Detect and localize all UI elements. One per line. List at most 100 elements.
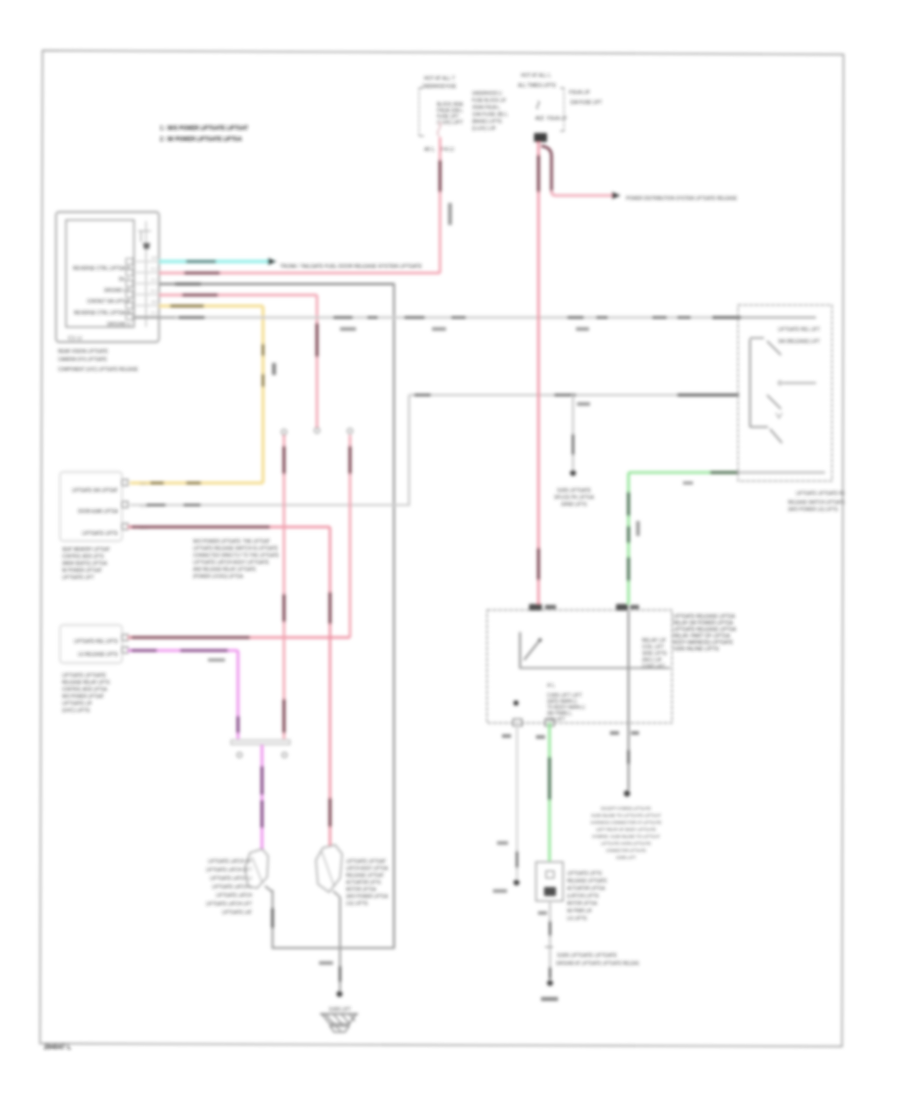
svg-text:DOOR AJAR LIFTGA: DOOR AJAR LIFTGA bbox=[78, 509, 119, 515]
svg-text:C1 LI: C1 LI bbox=[68, 336, 82, 342]
svg-text:LIFTGATE LIFTGATE: LIFTGATE LIFTGATE bbox=[62, 673, 107, 679]
svg-text:REAR VISION LIFTGATE: REAR VISION LIFTGATE bbox=[58, 349, 109, 355]
svg-text:RELEASE RELAY LIFTG: RELEASE RELAY LIFTG bbox=[62, 680, 110, 686]
svg-text:RELEASE SWITCH LIFTGATE: RELEASE SWITCH LIFTGATE bbox=[788, 500, 846, 506]
svg-text:5V L: 5V L bbox=[119, 277, 131, 283]
svg-text:COIL LIFT: COIL LIFT bbox=[642, 645, 664, 651]
svg-text:FUSE BLOCK LIF: FUSE BLOCK LIF bbox=[472, 98, 506, 104]
svg-text:LG) LIFTG: LG) LIFTG bbox=[346, 901, 368, 907]
svg-text:G305 LIFTGATE LIFTGATE: G305 LIFTGATE LIFTGATE bbox=[557, 953, 618, 959]
svg-text:10A FUSE (B) L: 10A FUSE (B) L bbox=[472, 112, 508, 118]
svg-text:F4 LI: F4 LI bbox=[441, 147, 454, 153]
svg-text:LIFTGATE RELEASE SWITCH IS LIF: LIFTGATE RELEASE SWITCH IS LIFTGATE bbox=[193, 546, 279, 552]
svg-text:UNDERHOOD FUSE: UNDERHOOD FUSE bbox=[422, 84, 456, 90]
svg-text:HOT AT ALL T: HOT AT ALL T bbox=[424, 76, 455, 82]
svg-text:LIFTGATE LATCH L: LIFTGATE LATCH L bbox=[212, 885, 252, 891]
svg-text:1 : W/O POWER LIFTGATE LIFTGAT: 1 : W/O POWER LIFTGATE LIFTGAT bbox=[160, 126, 248, 132]
svg-text:4 L: 4 L bbox=[547, 683, 555, 689]
svg-text:COMPONENT (UVC) LIFTGATE RELEA: COMPONENT (UVC) LIFTGATE RELEASE bbox=[58, 367, 139, 373]
svg-text:LIFTGATE SW LIFTGAT: LIFTGATE SW LIFTGAT bbox=[72, 488, 118, 494]
svg-text:40 L: 40 L bbox=[424, 147, 435, 153]
svg-text:LIFTGATE LIF: LIFTGATE LIF bbox=[62, 701, 92, 707]
svg-text:FUSE LIFT: FUSE LIFT bbox=[437, 114, 459, 120]
svg-text:(NC) LIF: (NC) LIF bbox=[642, 658, 662, 664]
svg-text:RELAY, PART OF LIFTGA: RELAY, PART OF LIFTGA bbox=[673, 634, 730, 640]
svg-text:EXCEPT HYBRID LIFTGATE: EXCEPT HYBRID LIFTGATE bbox=[601, 806, 651, 811]
svg-text:LATCH ASSY LIFTGA: LATCH ASSY LIFTGA bbox=[346, 866, 389, 872]
svg-text:CAMERA SYS LIFTGATE: CAMERA SYS LIFTGATE bbox=[58, 357, 108, 363]
svg-text:3 L: 3 L bbox=[151, 278, 157, 282]
svg-text:LEFT REAR OF BODY LIFTGATE: LEFT REAR OF BODY LIFTGATE bbox=[596, 827, 656, 832]
svg-text:10A FUSE LIFT: 10A FUSE LIFT bbox=[570, 100, 602, 106]
svg-text:HARNESS CONNECTOR AT LIFTGATE: HARNESS CONNECTOR AT LIFTGATE bbox=[591, 820, 662, 825]
svg-text:POWER DISTRIBUTION SYSTEM LIFT: POWER DISTRIBUTION SYSTEM LIFTGATE RELEA… bbox=[626, 196, 738, 202]
svg-text:CONNECTOR LIFTGATE: CONNECTOR LIFTGATE bbox=[606, 848, 646, 853]
svg-text:(W/O POWER LIFTGA: (W/O POWER LIFTGA bbox=[346, 894, 389, 900]
svg-text:GROUND AT LIFTGATE LIFTGATE RE: GROUND AT LIFTGATE LIFTGATE RELEAS bbox=[556, 961, 640, 967]
svg-text:RELEASE LIFTGATE: RELEASE LIFTGATE bbox=[567, 879, 608, 885]
svg-text:LG LIFTG: LG LIFTG bbox=[567, 916, 587, 922]
svg-text:GROUND LI: GROUND LI bbox=[107, 322, 131, 328]
svg-text:SPLICE PK LIFTGA: SPLICE PK LIFTGA bbox=[554, 495, 595, 501]
svg-text:UNDERHOOD LI: UNDERHOOD LI bbox=[472, 91, 502, 97]
svg-text:LIFTGATE REL LIFTG: LIFTGATE REL LIFTG bbox=[74, 639, 118, 645]
svg-text:HYBRID: X108 INLINE TO LIFTGAT: HYBRID: X108 INLINE TO LIFTGAT bbox=[592, 834, 660, 839]
svg-text:REVERSE CTRL LIFTGATE: REVERSE CTRL LIFTGATE bbox=[73, 266, 132, 272]
svg-text:LIFTGATE RELEASE LIFTGA: LIFTGATE RELEASE LIFTGA bbox=[673, 614, 735, 620]
svg-text:X305 INLINE LIFTG: X305 INLINE LIFTG bbox=[673, 647, 719, 653]
svg-text:(MEM SEATS) LIFTGA: (MEM SEATS) LIFTGA bbox=[62, 561, 108, 567]
svg-text:MOTOR LIFTGA: MOTOR LIFTGA bbox=[346, 887, 377, 893]
svg-text:SEAT MEMORY LIFTGAT: SEAT MEMORY LIFTGAT bbox=[62, 547, 110, 553]
svg-text:BODY HARNESS) LIFTGATE: BODY HARNESS) LIFTGATE bbox=[673, 640, 733, 646]
svg-text:CONTROL MOD LIFTGA: CONTROL MOD LIFTGA bbox=[62, 687, 108, 693]
svg-text:LIFTGATE REL LIFT: LIFTGATE REL LIFT bbox=[778, 327, 820, 333]
svg-text:LIFTGATE LIFT: LIFTGATE LIFT bbox=[62, 575, 94, 581]
svg-text:(UVC) LIFTG: (UVC) LIFTG bbox=[62, 708, 90, 714]
svg-text:C305 LIFT LIFT: C305 LIFT LIFT bbox=[547, 693, 582, 699]
svg-text:RELAY (W/ POWER LIFTGA: RELAY (W/ POWER LIFTGA bbox=[673, 621, 733, 627]
svg-text:11: 11 bbox=[151, 300, 157, 304]
svg-text:12: 12 bbox=[151, 256, 157, 260]
svg-text:W/O POWER LIFTGATE: THE LIFTGA: W/O POWER LIFTGATE: THE LIFTGAT bbox=[193, 539, 270, 545]
svg-text:CONNECTED DIRECTLY TO THE LIFT: CONNECTED DIRECTLY TO THE LIFTGATE bbox=[193, 553, 280, 559]
svg-text:LIFTGATE LIFTGATE RE: LIFTGATE LIFTGATE RE bbox=[796, 491, 846, 497]
svg-text:HOT AT ALL L: HOT AT ALL L bbox=[521, 73, 551, 79]
svg-text:C2 L: C2 L bbox=[140, 482, 148, 486]
svg-text:LIFTGATE LATCH LIF: LIFTGATE LATCH LIF bbox=[208, 859, 252, 865]
svg-text:ALL TIMES LIFTG: ALL TIMES LIFTG bbox=[518, 83, 556, 89]
svg-text:SW (RELEASE) LIFT: SW (RELEASE) LIFT bbox=[778, 339, 820, 345]
svg-text:TO BODY HARN LI: TO BODY HARN LI bbox=[547, 705, 585, 711]
svg-text:F3UA LIF: F3UA LIF bbox=[547, 116, 567, 122]
svg-text:42: 42 bbox=[535, 116, 544, 122]
svg-text:2 : W/ POWER LIFTGATE LIFTGA: 2 : W/ POWER LIFTGATE LIFTGA bbox=[160, 137, 243, 143]
svg-text:G305 LIFT: G305 LIFT bbox=[329, 1007, 351, 1013]
svg-text:REVERSE CTRL LIFTGATE: REVERSE CTRL LIFTGATE bbox=[74, 311, 132, 317]
svg-text:X50A F4UA L: X50A F4UA L bbox=[472, 105, 500, 111]
svg-text:LIFTGATE LATCH LI: LIFTGATE LATCH LI bbox=[210, 876, 252, 882]
svg-text:LIFTGATE LATCH LIFT: LIFTGATE LATCH LIFT bbox=[206, 868, 252, 874]
svg-text:GATE HARN LI: GATE HARN LI bbox=[547, 699, 577, 705]
svg-text:CONTROL MOD LIFTG: CONTROL MOD LIFTG bbox=[62, 554, 104, 560]
svg-text:(LUX) LIFT: (LUX) LIFT bbox=[437, 120, 463, 126]
svg-text:BLOCK X50A: BLOCK X50A bbox=[437, 102, 464, 108]
svg-text:(LUX) LIF: (LUX) LIF bbox=[472, 126, 496, 132]
svg-text:LIFTGATE LIFTG: LIFTGATE LIFTG bbox=[82, 531, 118, 537]
svg-text:MOTOR LIFTGA: MOTOR LIFTGA bbox=[567, 901, 598, 907]
svg-text:F3UA LIF: F3UA LIF bbox=[569, 90, 590, 96]
svg-text:SIDE LIFTG: SIDE LIFTG bbox=[642, 651, 667, 657]
svg-text:CONT LIFT: CONT LIFT bbox=[642, 664, 665, 670]
svg-text:W/ PWR LIF: W/ PWR LIF bbox=[567, 909, 592, 915]
svg-text:LIFTGATE LIFTGAT: LIFTGATE LIFTGAT bbox=[346, 859, 386, 865]
svg-text:TRUNK / TAILGATE FUEL DOOR REL: TRUNK / TAILGATE FUEL DOOR RELEASE SYSTE… bbox=[280, 264, 423, 270]
svg-text:(BASE) LIFTG: (BASE) LIFTG bbox=[472, 119, 502, 125]
svg-text:ACTUATOR LIFTGA: ACTUATOR LIFTGA bbox=[567, 886, 606, 892]
svg-text:9 L: 9 L bbox=[151, 267, 157, 271]
svg-text:ACTUATOR LIFTG: ACTUATOR LIFTG bbox=[346, 880, 381, 886]
svg-text:LIFTGATE LATCH LIFT: LIFTGATE LATCH LIFT bbox=[206, 902, 252, 908]
svg-text:G305 LIFT: G305 LIFT bbox=[616, 855, 636, 860]
svg-text:(POWER LOCKS) LIFTGA: (POWER LOCKS) LIFTGA bbox=[193, 574, 244, 580]
svg-text:G305 LIFTGATE: G305 LIFTGATE bbox=[557, 488, 592, 494]
svg-text:(W/ PWR) L: (W/ PWR) L bbox=[547, 711, 572, 717]
svg-text:LIFTGATE LAT: LIFTGATE LAT bbox=[222, 910, 252, 916]
svg-text:LG LIFT: LG LIFT bbox=[547, 717, 565, 723]
